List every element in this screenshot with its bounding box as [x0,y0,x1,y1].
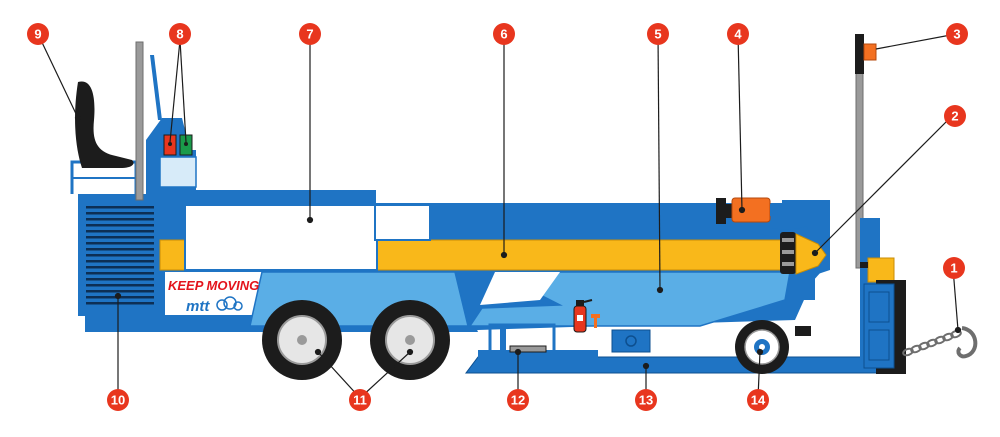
callout-7: 7 [299,23,321,45]
svg-text:12: 12 [511,393,525,408]
undercarriage [488,323,651,355]
vent-grill [84,202,156,310]
wheel-left [262,300,342,380]
rear-unit [795,218,906,374]
svg-text:6: 6 [500,27,507,42]
chain-link [950,329,962,339]
svg-text:13: 13 [639,393,653,408]
callout-3: 3 [946,23,968,45]
storage-box [184,204,431,271]
grill-slat [86,260,154,263]
grill-slat [86,212,154,215]
side-panels [165,271,791,327]
logo-cloud-icon [216,296,243,311]
callout-13: 13 [635,389,657,411]
chain-link [926,338,938,348]
callout-1: 1 [943,257,965,279]
chain-link [910,344,922,354]
grill-slat [86,206,154,209]
branding: KEEP MOVING mtt [168,278,259,315]
svg-text:10: 10 [111,393,125,408]
svg-text:3: 3 [953,27,960,42]
tow-chain [902,326,978,359]
svg-text:14: 14 [751,393,766,408]
wheel-right [370,300,450,380]
end-roller [780,232,827,275]
callout-4: 4 [727,23,749,45]
callout-11: 11 [349,389,371,411]
grill-slat [86,266,154,269]
callout-badges: 1 2 3 4 5 6 7 8 9 10 11 [27,23,968,411]
grill-slat [86,278,154,281]
svg-text:7: 7 [306,27,313,42]
fire-extinguisher [573,299,593,333]
svg-text:4: 4 [734,27,742,42]
leader-lines [37,33,962,399]
rear-post [855,34,877,269]
svg-text:5: 5 [654,27,661,42]
slogan-text: KEEP MOVING [168,278,259,293]
logo-text: mtt [186,298,210,315]
grill-slat [86,254,154,257]
front-wheel [735,320,789,374]
grill-slat [86,224,154,227]
chain-link [934,335,946,345]
operator-seat [75,81,134,168]
callout-2: 2 [944,105,966,127]
tow-hook-icon [956,326,978,359]
grill-slat [86,218,154,221]
svg-text:8: 8 [176,27,183,42]
grill-slat [86,284,154,287]
callout-6: 6 [493,23,515,45]
exhaust-pipe [135,41,144,201]
grill-slat [86,272,154,275]
svg-text:2: 2 [951,109,958,124]
chain-link [942,332,954,342]
callout-8: 8 [169,23,191,45]
callout-10: 10 [107,389,129,411]
grill-slat [86,242,154,245]
grill-slat [86,302,154,305]
grill-slat [86,290,154,293]
callout-12: 12 [507,389,529,411]
grill-slat [86,230,154,233]
chain-link [918,341,930,351]
callout-5: 5 [647,23,669,45]
rear-wheels [262,300,450,380]
grill-slat [86,236,154,239]
callout-9: 9 [27,23,49,45]
svg-text:11: 11 [353,393,367,408]
grill-slat [86,248,154,251]
svg-text:9: 9 [34,27,41,42]
svg-text:1: 1 [950,261,957,276]
warning-light [863,43,877,61]
callout-14: 14 [747,389,769,411]
chain-link [902,347,914,357]
small-tool-icon [591,314,600,328]
control-panel [146,55,197,194]
